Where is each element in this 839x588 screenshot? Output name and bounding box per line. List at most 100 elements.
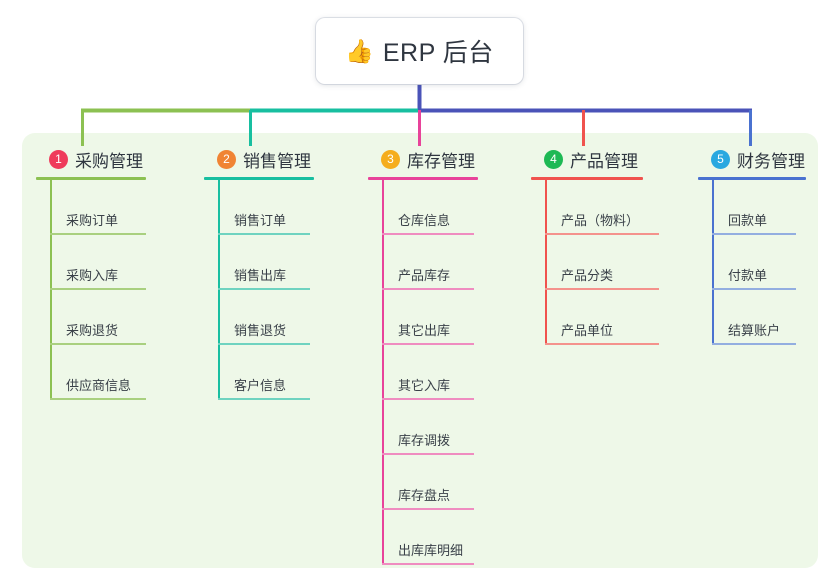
branch-child-label: 仓库信息	[398, 213, 451, 228]
branch-child-rule	[545, 233, 659, 235]
branch-child-rule	[382, 343, 474, 345]
branch-trunk-2	[218, 180, 220, 400]
branch-badge-3: 3	[381, 149, 400, 169]
root-node[interactable]: 👍 ERP 后台	[316, 18, 523, 84]
branch-column-4: 4 产品管理产品（物料） 产品分类产品单位	[531, 146, 659, 345]
branch-child-label: 结算账户	[728, 323, 781, 338]
branch-badge-5: 5	[711, 149, 730, 169]
branch-children-4: 产品（物料） 产品分类产品单位	[531, 180, 659, 345]
branch-child-label: 库存盘点	[398, 488, 451, 503]
branch-head-4[interactable]: 4 产品管理	[531, 146, 643, 172]
branch-child[interactable]: 产品库存	[368, 235, 478, 290]
branch-head-1[interactable]: 1 采购管理	[36, 146, 146, 172]
branch-child[interactable]: 结算账户	[698, 290, 806, 345]
branch-child-rule	[712, 233, 796, 235]
branch-child-rule	[712, 288, 796, 290]
branch-child[interactable]: 采购订单	[36, 180, 146, 235]
branch-child[interactable]: 销售出库	[204, 235, 314, 290]
branch-badge-2: 2	[217, 149, 236, 169]
branch-child-label: 产品分类	[561, 268, 614, 283]
branch-child-rule	[218, 398, 310, 400]
branch-label-4: 产品管理	[570, 151, 638, 171]
branch-child-label: 销售订单	[234, 213, 287, 228]
branch-label-5: 财务管理	[737, 151, 805, 171]
branch-child-label: 回款单	[728, 213, 768, 228]
branch-child[interactable]: 付款单	[698, 235, 806, 290]
branch-trunk-4	[545, 180, 547, 345]
branch-child-label: 付款单	[728, 268, 768, 283]
branch-label-1: 采购管理	[75, 151, 143, 171]
branch-child-label: 采购入库	[66, 268, 119, 283]
branch-child[interactable]: 销售订单	[204, 180, 314, 235]
branch-rule-5	[698, 177, 806, 180]
branch-child-label: 客户信息	[234, 378, 287, 393]
branch-child-label: 销售退货	[234, 323, 287, 338]
branch-child-label: 供应商信息	[66, 378, 132, 393]
branch-child[interactable]: 其它入库	[368, 345, 478, 400]
branch-rule-4	[531, 177, 643, 180]
branch-child[interactable]: 库存盘点	[368, 455, 478, 510]
branch-child-rule	[382, 233, 474, 235]
branch-child-rule	[218, 288, 310, 290]
branch-child-label: 产品库存	[398, 268, 451, 283]
branch-child-label: 产品（物料）	[561, 213, 640, 228]
branch-column-2: 2 销售管理销售订单销售出库销售退货客户信息	[204, 146, 314, 400]
branch-child-rule	[545, 343, 659, 345]
branch-label-2: 销售管理	[243, 151, 311, 171]
branch-child[interactable]: 供应商信息	[36, 345, 146, 400]
branch-child-rule	[382, 453, 474, 455]
branch-child-rule	[545, 288, 659, 290]
branch-child-rule	[382, 563, 474, 565]
branch-child-rule	[50, 288, 146, 290]
branch-child-rule	[712, 343, 796, 345]
branch-child-label: 采购退货	[66, 323, 119, 338]
branch-child[interactable]: 仓库信息	[368, 180, 478, 235]
branch-badge-4: 4	[544, 149, 563, 169]
branch-child[interactable]: 库存调拨	[368, 400, 478, 455]
branch-child-label: 产品单位	[561, 323, 614, 338]
branch-children-1: 采购订单采购入库采购退货供应商信息	[36, 180, 146, 400]
branch-child[interactable]: 客户信息	[204, 345, 314, 400]
branch-badge-1: 1	[49, 149, 68, 169]
branch-child-rule	[382, 508, 474, 510]
branch-child-rule	[50, 233, 146, 235]
branch-child[interactable]: 产品（物料）	[531, 180, 659, 235]
branch-child-rule	[50, 398, 146, 400]
branch-child[interactable]: 销售退货	[204, 290, 314, 345]
branch-children-3: 仓库信息产品库存其它出库其它入库库存调拨库存盘点出库库明细	[368, 180, 478, 565]
branch-children-2: 销售订单销售出库销售退货客户信息	[204, 180, 314, 400]
branch-child[interactable]: 产品单位	[531, 290, 659, 345]
branch-head-5[interactable]: 5 财务管理	[698, 146, 806, 172]
branch-children-5: 回款单付款单结算账户	[698, 180, 806, 345]
branch-child-label: 销售出库	[234, 268, 287, 283]
branch-child-label: 采购订单	[66, 213, 119, 228]
branch-label-3: 库存管理	[407, 151, 475, 171]
branch-column-1: 1 采购管理采购订单采购入库采购退货供应商信息	[36, 146, 146, 400]
branch-child[interactable]: 采购退货	[36, 290, 146, 345]
branch-head-2[interactable]: 2 销售管理	[204, 146, 314, 172]
branch-child[interactable]: 采购入库	[36, 235, 146, 290]
branch-child-label: 其它入库	[398, 378, 451, 393]
branch-child-label: 出库库明细	[398, 543, 464, 558]
branch-rule-3	[368, 177, 478, 180]
branch-child-label: 库存调拨	[398, 433, 451, 448]
thumbs-up-icon: 👍	[345, 37, 374, 64]
branch-rule-1	[36, 177, 146, 180]
branch-child-rule	[218, 233, 310, 235]
branch-child[interactable]: 回款单	[698, 180, 806, 235]
branch-child-label: 其它出库	[398, 323, 451, 338]
branch-child-rule	[382, 398, 474, 400]
branch-child-rule	[50, 343, 146, 345]
branch-trunk-5	[712, 180, 714, 345]
branch-head-3[interactable]: 3 库存管理	[368, 146, 478, 172]
branch-child-rule	[218, 343, 310, 345]
branch-rule-2	[204, 177, 314, 180]
branch-child[interactable]: 其它出库	[368, 290, 478, 345]
branch-child[interactable]: 产品分类	[531, 235, 659, 290]
branch-column-5: 5 财务管理回款单付款单结算账户	[698, 146, 806, 345]
branch-child[interactable]: 出库库明细	[368, 510, 478, 565]
branch-column-3: 3 库存管理仓库信息产品库存其它出库其它入库库存调拨库存盘点出库库明细	[368, 146, 478, 565]
branch-trunk-1	[50, 180, 52, 400]
root-title: ERP 后台	[382, 39, 494, 67]
